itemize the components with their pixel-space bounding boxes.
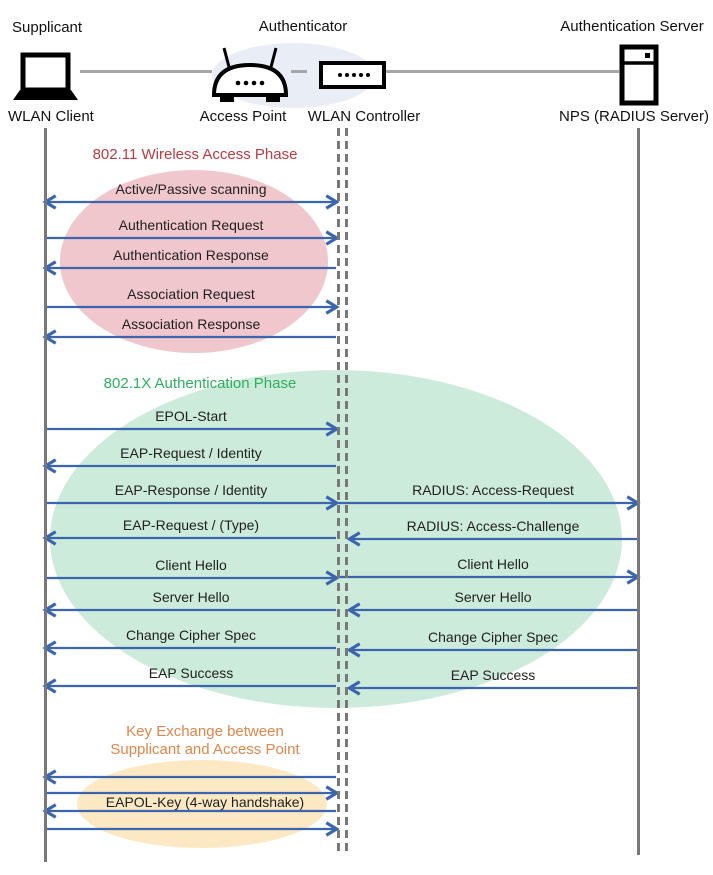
message-label: Change Cipher Spec (126, 627, 256, 643)
label-wlan-controller: WLAN Controller (307, 108, 421, 125)
phase-ellipse-key-exchange (77, 760, 327, 848)
lifeline-controller-dashed-left (337, 128, 340, 855)
message-label: EAPOL-Key (4-way handshake) (105, 794, 305, 810)
message-label: RADIUS: Access-Request (412, 482, 574, 498)
wlan-controller-icon (319, 61, 386, 89)
lifeline-radius-server (636, 128, 640, 855)
lifeline-controller-dashed-right (345, 128, 348, 855)
message-label: Authentication Response (113, 247, 269, 263)
link-controller-server (386, 70, 619, 73)
laptop-icon (13, 52, 78, 100)
message-label: Client Hello (457, 556, 529, 572)
access-point-icon (212, 47, 288, 102)
role-authentication-server: Authentication Server (560, 18, 704, 35)
message-label: Association Request (127, 286, 255, 302)
message-label: RADIUS: Access-Challenge (406, 518, 580, 534)
message-label: EAP-Request / (Type) (122, 517, 260, 533)
message-label: Authentication Request (118, 217, 264, 233)
phase-title-dot1x-authentication: 802.1X Authentication Phase (103, 375, 297, 392)
message-label: Active/Passive scanning (115, 181, 267, 197)
message-label: Association Response (121, 316, 261, 332)
server-icon (619, 44, 659, 106)
message-label: EAP Success (450, 667, 536, 683)
message-label: Server Hello (152, 589, 230, 605)
message-label: EPOL-Start (155, 408, 227, 424)
phase-title-wireless-access: 802.11 Wireless Access Phase (92, 146, 298, 163)
message-label: Server Hello (454, 589, 532, 605)
message-label: Client Hello (155, 557, 227, 573)
label-access-point: Access Point (199, 108, 287, 125)
message-label: EAP-Response / Identity (114, 482, 268, 498)
message-label: EAP-Request / Identity (120, 445, 262, 461)
phase-title-key-exchange: Key Exchange between Supplicant and Acce… (110, 723, 300, 758)
link-ap-controller (291, 70, 307, 73)
lifeline-wlan-client (43, 128, 47, 862)
role-supplicant: Supplicant (12, 19, 83, 36)
message-label: EAP Success (148, 665, 234, 681)
label-nps-radius-server: NPS (RADIUS Server) (558, 108, 710, 125)
link-client-ap (80, 70, 212, 73)
role-authenticator: Authenticator (258, 18, 348, 35)
message-label: Change Cipher Spec (428, 629, 558, 645)
label-wlan-client: WLAN Client (8, 108, 94, 125)
